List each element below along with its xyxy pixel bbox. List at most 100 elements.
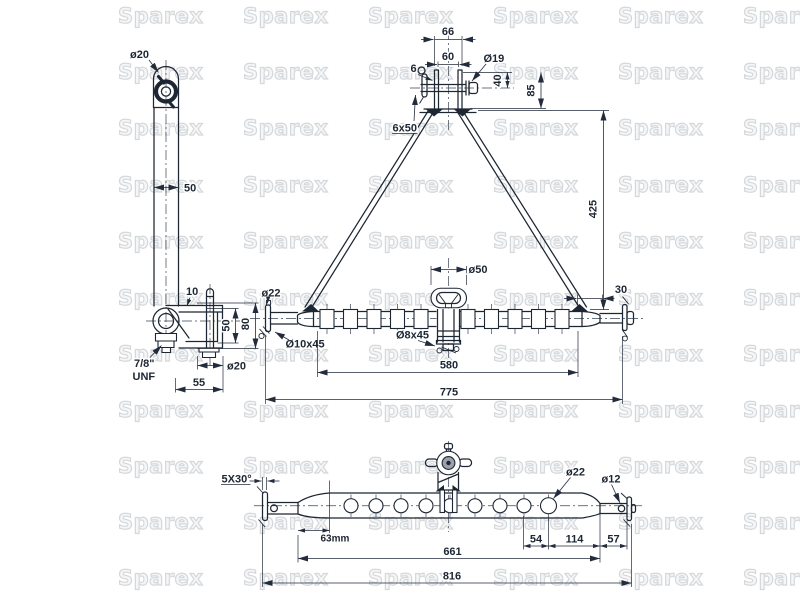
label-eye-dia: ø20 xyxy=(129,48,159,73)
right-pin xyxy=(599,502,628,515)
left-washer xyxy=(261,491,269,522)
label-thread: 7/8" UNF xyxy=(131,345,162,385)
dim-label: 661 xyxy=(443,546,461,558)
dim-label-114: 114 xyxy=(566,534,585,546)
right-pin-hole xyxy=(617,504,626,513)
label-tip-hole-dia: ø12 xyxy=(600,472,622,504)
dim-segments: 54 114 57 xyxy=(523,513,628,563)
swivel-ball-center xyxy=(446,460,451,466)
bar-left-nose xyxy=(296,310,315,328)
dim-label: 66 xyxy=(442,26,454,38)
eyebolt-hole xyxy=(157,312,175,330)
right-pin-tip xyxy=(630,503,637,514)
right-end-pin xyxy=(599,312,624,324)
dim-label: 85 xyxy=(526,84,538,96)
a-frame-view: 66 60 6 Ø19 40 xyxy=(302,25,629,312)
dim-mast-inner-width: 60 xyxy=(425,50,472,68)
dim-label: 80 xyxy=(240,318,252,330)
cross-drawbar-view: ø50 ø22 Ø10x45 Ø8x45 580 77 xyxy=(258,263,635,404)
dia-label: ø22 xyxy=(262,288,281,300)
dim-overall-length: 816 xyxy=(262,524,632,587)
pin-label: Ø8x45 xyxy=(396,330,429,342)
dim-span-outer: 775 xyxy=(265,336,623,404)
left-washer-clip xyxy=(266,300,271,306)
bracket-under-washer xyxy=(198,347,220,359)
label-chamfer: 5X30° xyxy=(220,472,280,490)
left-linch-loop xyxy=(258,332,265,340)
left-pin-hole xyxy=(269,504,279,513)
bottom-swivel xyxy=(424,442,473,514)
dim-ring-dia: ø50 xyxy=(430,263,489,285)
link-bar xyxy=(153,106,180,307)
dim-span-inner: 580 xyxy=(317,331,579,377)
dim-label: 6 xyxy=(411,63,417,75)
thread-type-label: UNF xyxy=(133,371,156,383)
dim-label: 580 xyxy=(440,360,458,372)
dim-body-length: 661 xyxy=(297,535,600,563)
dim-label-57: 57 xyxy=(607,534,619,546)
swivel-wing-left xyxy=(424,458,439,468)
clamp-linch-loop-right xyxy=(453,346,460,352)
dim-bracket-offset: 55 xyxy=(175,369,224,393)
label-end-pin-dia: ø22 xyxy=(260,286,282,304)
dim-clevis-pin-dia: ø20 xyxy=(197,356,247,374)
bar-holes xyxy=(343,494,558,517)
dim-label: 816 xyxy=(443,571,461,583)
dim-first-hole: 63mm xyxy=(297,480,351,546)
dim-mast-height: 85 xyxy=(470,72,546,109)
section-label: 6x50 xyxy=(393,123,417,135)
dia-label: ø50 xyxy=(469,264,488,276)
bottom-bar-view: 5X30° 63mm ø22 ø12 xyxy=(220,442,637,587)
dim-label: 775 xyxy=(440,387,458,399)
swivel-body xyxy=(437,471,460,491)
dia-label: ø12 xyxy=(602,474,621,486)
dim-label: 30 xyxy=(615,284,627,296)
dim-bracket-inner-height: 50 xyxy=(207,308,239,344)
swivel-ball xyxy=(438,294,459,308)
dim-label: 50 xyxy=(184,183,196,195)
pin-label: Ø10x45 xyxy=(286,339,325,351)
top-linch-pin xyxy=(421,73,428,98)
label-hole-dia: ø22 xyxy=(553,465,586,499)
right-linch-clip xyxy=(620,492,631,527)
dim-label: 425 xyxy=(588,200,600,218)
dim-pin-top: 10 xyxy=(185,285,200,307)
left-linch-clip xyxy=(256,486,266,528)
swivel-wing-right xyxy=(458,458,473,468)
a-frame-legs xyxy=(304,109,588,310)
right-washer xyxy=(621,303,628,332)
chamfer-label: 5X30° xyxy=(222,474,252,486)
label-end-linch-pin: Ø10x45 xyxy=(274,331,326,352)
dim-link-width: 50 xyxy=(154,181,198,196)
dia-label: ø22 xyxy=(566,467,585,479)
clamp-linch-pin xyxy=(441,346,457,354)
left-linch-ring xyxy=(259,326,270,337)
thread-size-label: 7/8" xyxy=(134,358,155,370)
left-end-pin xyxy=(269,311,299,325)
dia-label: Ø19 xyxy=(484,53,505,65)
right-washer xyxy=(626,496,633,522)
dim-label: 63mm xyxy=(321,534,350,545)
top-linch-ring xyxy=(417,66,426,75)
right-pin-cap xyxy=(626,310,635,326)
dim-label-54: 54 xyxy=(530,534,543,546)
dim-label: 10 xyxy=(186,286,198,298)
label-leg-section: 6x50 xyxy=(391,94,418,136)
link-eye-bushing xyxy=(153,79,179,104)
center-clamp xyxy=(430,287,468,354)
dia-label: ø20 xyxy=(130,49,149,61)
top-pin xyxy=(420,80,470,96)
gusset-plates xyxy=(302,109,588,312)
dim-label: 55 xyxy=(193,377,205,389)
label-pin-dia: Ø19 xyxy=(471,52,506,82)
lower-bracket-view: 10 50 80 ø20 55 xyxy=(131,285,259,393)
bar-right-nose xyxy=(581,310,601,328)
clevis-pin xyxy=(205,288,215,349)
dim-label: 50 xyxy=(221,319,233,331)
bracket-body xyxy=(165,304,224,349)
linch-pin-marks xyxy=(157,75,175,109)
swivel-prong-left xyxy=(439,489,446,514)
right-linch-ring xyxy=(621,296,629,338)
